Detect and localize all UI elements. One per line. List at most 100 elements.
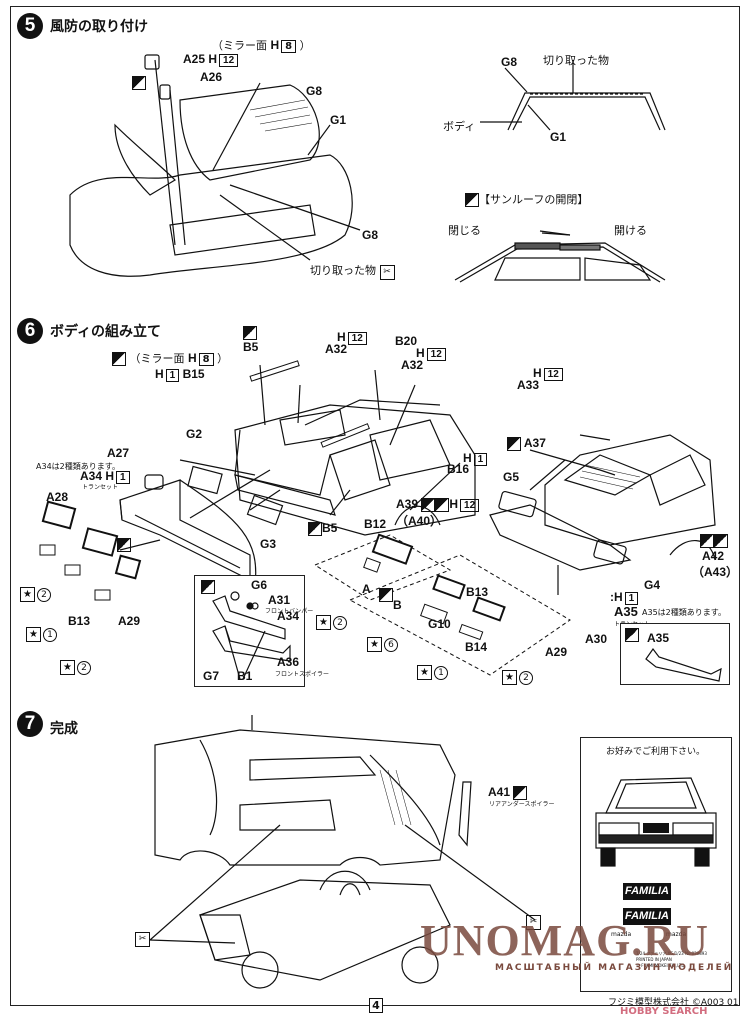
rear-under-spoiler-part [458,781,472,847]
footer-copyright: フジミ模型株式会社 ©A003 01 [608,998,739,1008]
part-g4: G4 [644,578,661,592]
part-a27: A27 [107,446,130,460]
side-glass [114,123,176,196]
section-body: ボディ [443,120,476,133]
step-7-title: 完成 [50,721,78,737]
windshield-glass [179,84,320,181]
part-a35: A35 [614,604,638,619]
step-5-number: 5 [17,13,43,39]
car-rear-view-illustration [595,777,717,867]
paint-icon [112,352,126,366]
front-spoiler-illustration [212,591,291,680]
sunroof-title: 【サンルーフの開閉】 [465,191,588,207]
part-b14: B14 [465,640,488,654]
roof-cross-section [480,60,666,131]
cut-icon: ✂ [135,932,150,947]
paint-icon [243,326,257,340]
paint-icon [513,785,528,800]
dash-panel [169,204,316,256]
inset-a35: A35 [647,631,670,645]
cut-icon: ✂ [526,915,541,930]
license-plate-illustration [313,533,571,676]
inset-rear-bumper: A35 [620,623,730,685]
part-b16: B16 [447,462,470,476]
car-body-rear-illustration [489,434,716,595]
mazda-decal-right: mazda [666,931,687,938]
cut-piece-label: 切り取った物 ✂ [310,262,395,280]
part-a29-left: A29 [118,614,141,628]
part-g8: G8 [306,84,323,98]
decal-options-box: お好みでご利用下さい。 FAMILIA FAMILIA mazda mazda … [580,737,732,992]
inset-front-spoiler: G6 A31 フロントバンパー A34 A36 フロントスポイラー G7 B1 [194,575,329,687]
mazda-decal-left: mazda [611,931,632,938]
decal-star-1a: ★1 [26,622,57,642]
part-a29-right: A29 [545,645,568,659]
inset-a34: A34 [277,609,300,623]
section-cut-piece: 切り取った物 [543,54,609,67]
decal-info-1: 1/24 ファミリア XG/1/23 No.039893 [636,951,707,956]
step-7-number: 7 [17,711,43,737]
step-5-title: 風防の取り付け [50,19,148,35]
windshield-illustration [69,54,361,277]
inset-a36-sub: フロントスポイラー [275,671,330,678]
sunroof-diagram [454,230,666,283]
inset-a36: A36 [277,655,300,669]
part-b20: B20 [395,334,418,348]
inset-g7: G7 [203,669,220,683]
paint-icon [201,580,215,594]
familia-decal-1: FAMILIA [623,883,671,900]
part-a32-left: A32 [325,342,348,356]
decal-star-2a: ★2 [20,582,51,602]
paint-icon [465,193,479,207]
step-6-number: 6 [17,318,43,344]
decal-info-3: © FUJIMI MOKEI CO.,LTD. [636,963,686,968]
a35-note: A35は2種類あります。 [642,608,726,617]
hobby-search-stamp: HOBBY SEARCH [620,1006,708,1017]
part-a28: A28 [46,490,69,504]
part-b13-left: B13 [68,614,91,628]
decal-star-6: ★6 [367,632,398,652]
decal-star-1b: ★1 [417,660,448,680]
part-g8-lower: G8 [362,228,379,242]
body-shell [69,154,353,277]
part-a32-right: A32 [401,358,424,372]
part-a43: （A43） [692,565,739,579]
part-b12: B12 [364,517,387,531]
decal-star-2b: ★2 [60,655,91,675]
decal-star-2c: ★2 [316,610,347,630]
part-b13-mid: B13 [466,585,489,599]
paint-icon [625,628,639,642]
paint-icon [714,533,728,548]
paint-icon [308,521,322,536]
inset-g6: G6 [251,578,268,592]
decal-info-2: PRINTED IN JAPAN [636,957,672,962]
page-number: 4 [369,998,383,1013]
completed-car-illustration [149,715,536,989]
watermark-subtitle: МАСШТАБНЫЙ МАГАЗИН МОДЕЛЕЙ [495,963,734,973]
part-g3: G3 [260,537,277,551]
part-a37: A37 [507,436,546,451]
step-6-title: ボディの組み立て [50,324,162,340]
paint-icon [132,76,146,90]
watermark-logo: UNOMAG.RU [420,916,709,965]
decal-box-title: お好みでご利用下さい。 [606,747,706,757]
part-g10: G10 [428,617,451,631]
a34-sub: トランセット [82,484,119,491]
section-g1: G1 [550,130,567,144]
part-g5: G5 [503,470,520,484]
a41-sub: リアアンダースポイラー [489,801,555,808]
sunroof-open-label: 開ける [614,224,647,237]
part-g2: G2 [186,427,203,441]
part-a33: A33 [517,378,540,392]
label-b: B [393,598,402,612]
paint-icon [507,436,521,451]
sunroof-close-label: 閉じる [448,224,481,237]
